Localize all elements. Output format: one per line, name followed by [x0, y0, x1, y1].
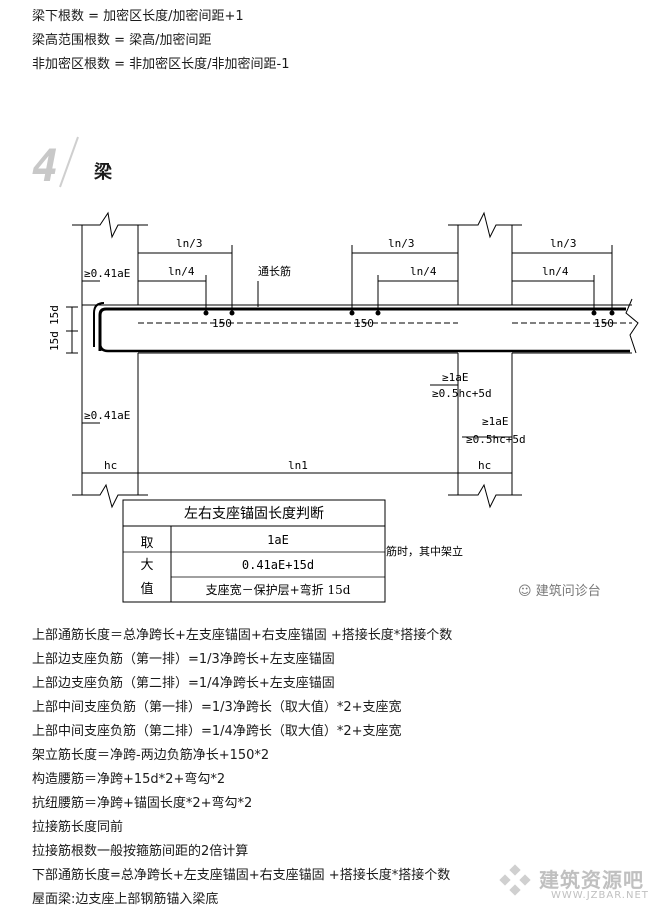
label-half-hc-b: ≥0.5hc+5d	[466, 433, 526, 446]
label-half-hc-a: ≥0.5hc+5d	[432, 387, 492, 400]
formula-line-2: 梁高范围根数 = 梁高/加密间距	[32, 33, 212, 48]
section-number-graphic: 4	[32, 136, 79, 191]
label-ln1: ln1	[288, 459, 308, 472]
formula-line-3: 非加密区根数 = 非加密区长度/非加密间距-1	[32, 57, 290, 72]
formula-line-6: 上部边支座负筋（第二排）=1/4净跨长+左支座锚固	[32, 676, 335, 691]
dim-ln3-left: ln/3	[176, 237, 203, 250]
dim-ln3-mid: ln/3	[388, 237, 415, 250]
formula-line-14: 下部通筋长度=总净跨长+左支座锚固+右支座锚固 +搭接长度*搭接个数	[32, 868, 451, 883]
formula-line-11: 抗纽腰筋＝净跨+锚固长度*2+弯勾*2	[32, 796, 253, 811]
formula-line-13: 拉接筋根数一般按箍筋间距的2倍计算	[32, 844, 249, 859]
label-15d-b: 15d	[48, 331, 61, 351]
formula-line-10: 构造腰筋＝净跨+15d*2+弯勾*2	[32, 772, 226, 787]
table-left-char-3: 值	[140, 581, 153, 597]
label-hc-right: hc	[478, 459, 491, 472]
section-title: 梁	[94, 162, 112, 183]
label-anchor-top: ≥0.41aE	[84, 267, 130, 280]
label-hc-left: hc	[104, 459, 117, 472]
label-150-left: 150	[212, 317, 232, 330]
label-150-mid: 150	[354, 317, 374, 330]
formula-line-4: 上部通筋长度＝总净跨长+左支座锚固+右支座锚固 +搭接长度*搭接个数	[32, 628, 453, 643]
dim-ln3-right: ln/3	[550, 237, 577, 250]
formula-line-1: 梁下根数 = 加密区长度/加密间距+1	[32, 9, 244, 24]
formula-line-5: 上部边支座负筋（第一排）=1/3净跨长+左支座锚固	[32, 652, 335, 667]
label-lae-b: ≥1aE	[482, 415, 509, 428]
dim-ln4-mid: ln/4	[410, 265, 437, 278]
formula-line-8: 上部中间支座负筋（第二排）=1/4净跨长（取大值）*2+支座宽	[32, 724, 402, 739]
dim-ln4-right: ln/4	[542, 265, 569, 278]
label-lae-a: ≥1aE	[442, 371, 469, 384]
table-row-2: 0.41aE+15d	[242, 558, 314, 572]
anchorage-table: 左右支座锚固长度判断 取 大 值 1aE 0.41aE+15d 支座宽－保护层+…	[122, 499, 386, 603]
table-left-char-1: 取	[140, 536, 153, 551]
label-15d-a: 15d	[48, 305, 61, 325]
logo-sub-text: WWW.JZBAR.NET	[551, 890, 649, 901]
label-anchor-bottom: ≥0.41aE	[84, 409, 130, 422]
dim-ln4-left: ln/4	[168, 265, 195, 278]
formula-line-9: 架立筋长度＝净跨-两边负筋净长+150*2	[32, 748, 270, 763]
beam-reinforcement-diagram: ln/3 ln/3 ln/3 ln/4 ln/4 ln/4 通长筋 ≥0.41a…	[48, 211, 639, 603]
diamond-logo-icon	[499, 864, 531, 896]
table-left-char-2: 大	[140, 558, 153, 573]
wechat-icon: ☺	[518, 584, 532, 599]
wechat-watermark: ☺ 建筑问诊台	[518, 584, 601, 599]
logo-main-text: 建筑资源吧	[539, 868, 644, 892]
section-number: 4	[32, 141, 59, 191]
overflow-text: 筋时，其中架立	[386, 544, 463, 558]
site-logo-watermark: 建筑资源吧 WWW.JZBAR.NET	[495, 860, 655, 908]
table-title: 左右支座锚固长度判断	[184, 506, 324, 522]
formula-line-12: 拉接筋长度同前	[32, 820, 124, 835]
label-150-right: 150	[594, 317, 614, 330]
label-through-bar: 通长筋	[258, 264, 291, 278]
table-row-3: 支座宽－保护层+弯折 15d	[206, 582, 351, 597]
formula-line-15: 屋面梁:边支座上部钢筋锚入梁底	[32, 892, 219, 907]
table-row-1: 1aE	[267, 533, 289, 547]
formula-line-7: 上部中间支座负筋（第一排）=1/3净跨长（取大值）*2+支座宽	[32, 700, 402, 715]
